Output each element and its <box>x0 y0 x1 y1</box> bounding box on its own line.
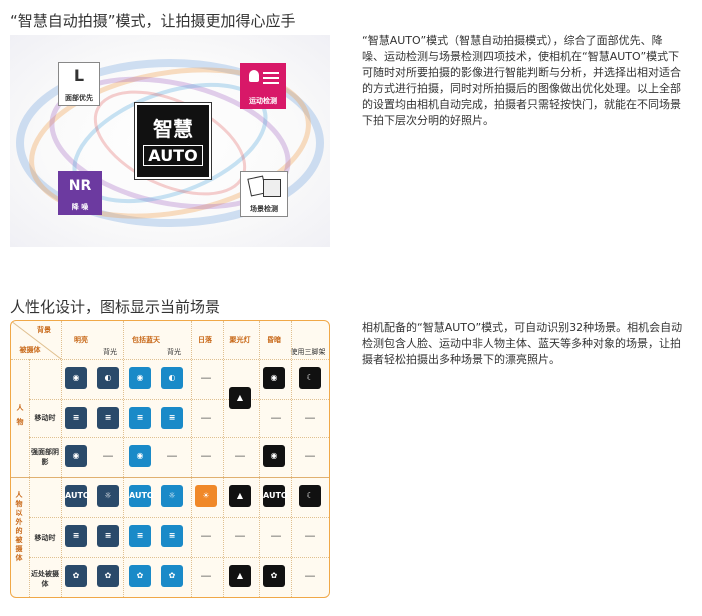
empty-cell: — <box>200 569 212 582</box>
scene-icon-table: 背景 被摄体 明亮 背光 包括蓝天 背光 日落 聚光灯 昏暗 使用三脚架 人 物… <box>10 320 330 598</box>
subheader-backlight-1: 背光 <box>103 348 117 356</box>
smart-auto-graphic: L 面部优先 运动检测 智慧 AUTO NR 降 噪 场景检测 <box>10 35 330 247</box>
scene-shadow-night-portrait-icon: ◉ <box>263 445 285 467</box>
scene-spotlight-icon: ▲ <box>229 485 251 507</box>
scene-macro-icon: ✿ <box>65 565 87 587</box>
row-label-moving-2: 移动时 <box>34 534 56 542</box>
face-priority-icon: L 面部优先 <box>58 62 100 106</box>
header-dark: 昏暗 <box>267 336 281 344</box>
scene-spotlight-portrait-icon: ▲ <box>229 387 251 409</box>
row-label-moving-1: 移动时 <box>34 414 56 422</box>
empty-cell: — <box>234 449 246 462</box>
scene-night-tripod-portrait-icon: ☾ <box>299 367 321 389</box>
section1-heading: “智慧自动拍摄”模式，让拍摄更加得心应手 <box>10 12 296 30</box>
scene-backlight-icon: ☼ <box>97 485 119 507</box>
empty-cell: — <box>200 411 212 424</box>
header-sunset: 日落 <box>198 336 212 344</box>
scene-portrait-backlight-icon: ◐ <box>97 367 119 389</box>
empty-cell: — <box>270 529 282 542</box>
group-other-label: 人物以外的被摄体 <box>15 491 23 562</box>
subheader-backlight-2: 背光 <box>167 348 181 356</box>
empty-cell: — <box>234 529 246 542</box>
empty-cell: — <box>270 411 282 424</box>
scene-auto-icon: AUTO <box>65 485 90 507</box>
scene-moving-subject-icon: ≡ <box>65 525 87 547</box>
scene-moving-subject-backlight-icon: ≡ <box>97 525 119 547</box>
scene-detection-icon: 场景检测 <box>240 171 288 217</box>
header-spotlight: 聚光灯 <box>229 336 251 344</box>
scene-sunset-icon: ☀ <box>195 485 217 507</box>
scene-sky-backlight-icon: ☼ <box>161 485 183 507</box>
scene-shadow-portrait-icon: ◉ <box>65 445 87 467</box>
empty-cell: — <box>200 371 212 384</box>
scene-macro-backlight-icon: ✿ <box>97 565 119 587</box>
scene-dark-auto-icon: AUTO <box>263 485 288 507</box>
scene-moving-subject-sky-icon: ≡ <box>129 525 151 547</box>
empty-cell: — <box>200 449 212 462</box>
section2-heading: 人性化设计，图标显示当前场景 <box>10 298 221 316</box>
group-person-label: 人 物 <box>16 404 24 426</box>
row-label-close-subject: 近处被摄体 <box>31 570 59 588</box>
header-blue-sky: 包括蓝天 <box>132 336 160 344</box>
noise-reduction-icon: NR 降 噪 <box>58 171 102 215</box>
corner-subject-label: 被摄体 <box>19 346 41 354</box>
scene-macro-spotlight-icon: ▲ <box>229 565 251 587</box>
scene-moving-portrait-icon: ≡ <box>65 407 87 429</box>
scene-portrait-sky-backlight-icon: ◐ <box>161 367 183 389</box>
empty-cell: — <box>166 449 178 462</box>
scene-macro-sky-icon: ✿ <box>129 565 151 587</box>
scene-night-tripod-icon: ☾ <box>299 485 321 507</box>
empty-cell: — <box>102 449 114 462</box>
motion-detection-icon: 运动检测 <box>240 63 286 109</box>
empty-cell: — <box>304 449 316 462</box>
corner-background-label: 背景 <box>37 326 51 334</box>
smart-auto-logo: 智慧 AUTO <box>135 103 211 179</box>
subheader-tripod: 使用三脚架 <box>290 348 326 356</box>
empty-cell: — <box>304 569 316 582</box>
section2-paragraph: 相机配备的“智慧AUTO”模式，可自动识别32种场景。相机会自动检测包含人脸、运… <box>362 321 683 366</box>
scene-moving-portrait-sky-backlight-icon: ≡ <box>161 407 183 429</box>
scene-moving-portrait-sky-icon: ≡ <box>129 407 151 429</box>
scene-moving-portrait-backlight-icon: ≡ <box>97 407 119 429</box>
row-label-strong-shadow: 强面部阴影 <box>31 448 59 466</box>
empty-cell: — <box>304 411 316 424</box>
scene-portrait-sky-icon: ◉ <box>129 367 151 389</box>
scene-moving-subject-sky-backlight-icon: ≡ <box>161 525 183 547</box>
scene-sky-auto-icon: AUTO <box>129 485 154 507</box>
header-bright: 明亮 <box>74 336 88 344</box>
scene-shadow-portrait-sky-icon: ◉ <box>129 445 151 467</box>
scene-macro-sky-backlight-icon: ✿ <box>161 565 183 587</box>
scene-macro-dark-icon: ✿ <box>263 565 285 587</box>
empty-cell: — <box>200 529 212 542</box>
section1-paragraph: “智慧AUTO”模式（智慧自动拍摄模式），综合了面部优先、降噪、运动检测与场景检… <box>362 34 681 127</box>
scene-portrait-icon: ◉ <box>65 367 87 389</box>
empty-cell: — <box>304 529 316 542</box>
scene-night-portrait-icon: ◉ <box>263 367 285 389</box>
